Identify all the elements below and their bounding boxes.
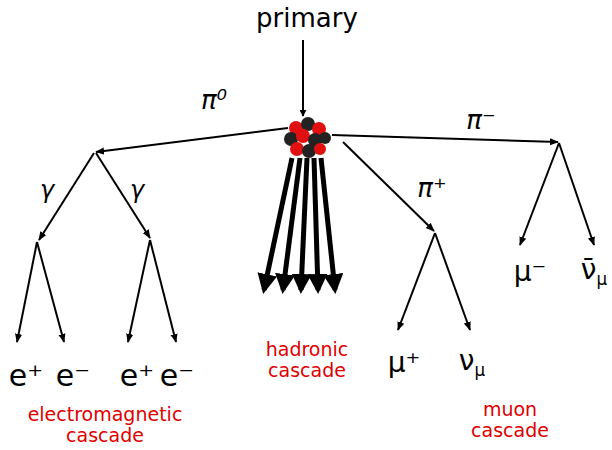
- neutrino-track: [435, 233, 470, 330]
- muon-track: [520, 143, 559, 245]
- pion-track: [96, 128, 288, 152]
- hadron-track: [321, 158, 335, 290]
- particle-label: π⁺: [417, 174, 446, 203]
- photon-track: [39, 153, 94, 240]
- primary-label: primary: [256, 4, 358, 33]
- cascade-label: hadronic cascade: [252, 339, 362, 381]
- particle-label: γ: [130, 177, 144, 203]
- hadron-track: [301, 158, 307, 290]
- electron-track: [128, 240, 150, 342]
- particle-label: e⁺: [9, 359, 43, 392]
- muon-track: [398, 233, 435, 330]
- neutrino-track: [559, 143, 594, 245]
- particle-tracks: [17, 40, 594, 342]
- nucleus-symbol: [284, 117, 331, 158]
- particle-label: γ: [40, 177, 54, 203]
- particle-label: e⁺: [120, 359, 154, 392]
- hadronic-tracks: [264, 158, 335, 290]
- particle-label: π⁻: [466, 106, 495, 135]
- particle-label: e⁻: [160, 359, 194, 392]
- primary-track: [302, 40, 304, 116]
- particle-label: νμ: [459, 346, 485, 379]
- particle-label: μ⁻: [514, 257, 547, 288]
- particle-label: e⁻: [56, 359, 90, 392]
- electron-track: [150, 240, 176, 342]
- hadron-track: [314, 158, 318, 290]
- particle-label: μ⁺: [388, 348, 421, 379]
- particle-label: ν̄μ: [581, 255, 607, 288]
- electron-track: [17, 242, 37, 342]
- particle-label: π⁰: [201, 86, 227, 115]
- photon-track: [96, 153, 150, 238]
- hadron-track: [283, 158, 300, 290]
- pion-track: [332, 135, 558, 142]
- cascade-label: electromagnetic cascade: [5, 404, 205, 446]
- cascade-label: muon cascade: [465, 399, 555, 441]
- electron-track: [37, 242, 64, 342]
